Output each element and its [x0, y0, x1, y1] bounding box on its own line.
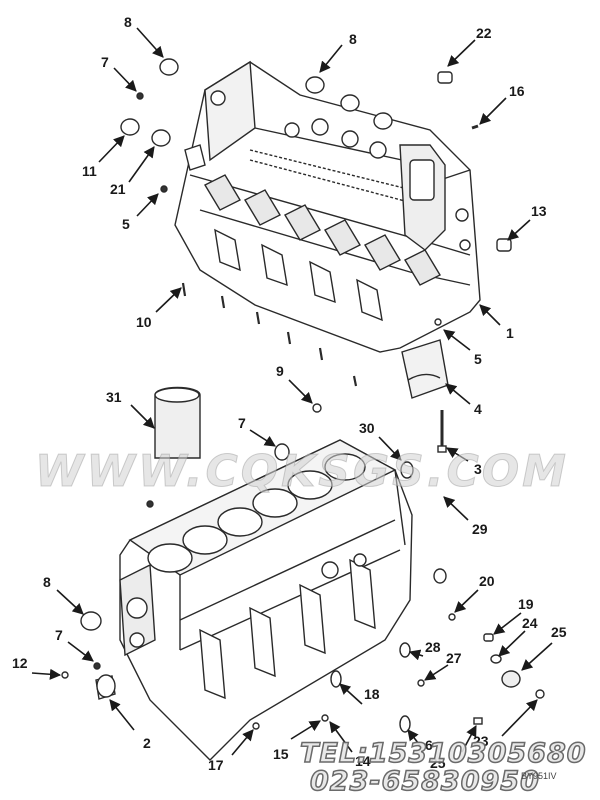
o-ring-8b [305, 76, 325, 94]
callout-label: 11 [82, 163, 97, 179]
callout-label: 22 [476, 25, 492, 41]
callout-label: 15 [273, 746, 289, 762]
callout-label: 6 [425, 737, 433, 753]
callout-label: 10 [136, 314, 152, 330]
lower-small-parts [61, 403, 545, 733]
callout-label: 2 [143, 735, 151, 751]
callout-labels: 8 8 22 7 16 11 21 13 5 10 1 5 9 4 31 7 3… [12, 14, 567, 773]
callout-label: 5 [122, 216, 130, 232]
callout-label: 7 [55, 627, 63, 643]
upper-small-parts [120, 58, 512, 453]
callout-label: 20 [479, 573, 495, 589]
callout-label: 28 [425, 639, 441, 655]
callout-label: 7 [101, 54, 109, 70]
callout-label: 19 [518, 596, 534, 612]
callout-label: 24 [522, 615, 538, 631]
telephone-watermark-2: 023-65830950 [309, 765, 540, 798]
lower-cylinder-block [119, 386, 413, 761]
callout-label: 8 [124, 14, 132, 30]
callout-label: 18 [364, 686, 380, 702]
callout-label: 4 [474, 401, 482, 417]
callout-label: 25 [430, 755, 446, 771]
callout-label: 16 [509, 83, 525, 99]
callout-label: 12 [12, 655, 28, 671]
plug-13 [496, 238, 512, 252]
callout-label: 30 [359, 420, 375, 436]
callout-label: 8 [349, 31, 357, 47]
callout-label: 29 [472, 521, 488, 537]
callout-label: 14 [355, 753, 371, 769]
callout-label: 23 [473, 733, 489, 749]
callout-label: 7 [238, 415, 246, 431]
callout-label: 13 [531, 203, 547, 219]
o-ring-8a [159, 58, 179, 76]
figure-id: BY951IV [521, 771, 557, 781]
plug-22 [437, 71, 453, 84]
upper-cylinder-block [174, 60, 481, 353]
callout-label: 21 [110, 181, 126, 197]
callout-label: 9 [276, 363, 284, 379]
callout-label: 17 [208, 757, 224, 773]
callout-label: 31 [106, 389, 122, 405]
callout-label: 8 [43, 574, 51, 590]
callout-leaders [31, 27, 553, 756]
callout-label: 3 [474, 461, 482, 477]
telephone-watermark: TEL:15310305680 [299, 737, 587, 770]
callout-label: 1 [506, 325, 514, 341]
callout-label: 27 [446, 650, 462, 666]
cover-25 [501, 670, 521, 688]
bearing-cap-4 [401, 339, 449, 399]
callout-label: 5 [474, 351, 482, 367]
callout-label: 25 [551, 624, 567, 640]
